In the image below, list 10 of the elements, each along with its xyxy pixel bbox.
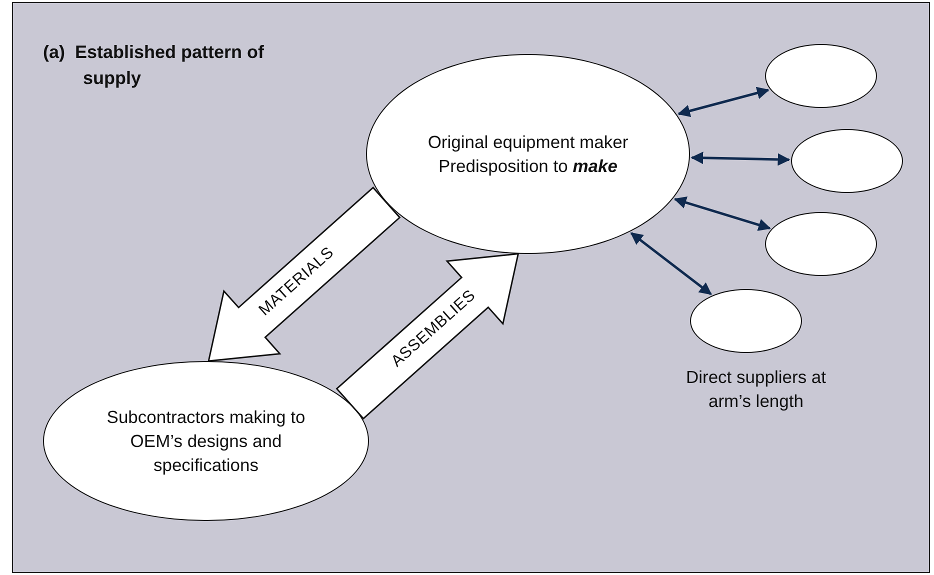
diagram-title: (a) Established pattern of supply <box>43 41 266 90</box>
node-text: Original equipment maker Predisposition to make <box>426 131 630 178</box>
block-arrow <box>208 186 401 362</box>
node-text: Subcontractors making to OEM’s designs and specifications <box>106 406 306 477</box>
double-arrow <box>630 232 712 296</box>
node-caption: Direct suppliers at arm’s length <box>684 366 828 413</box>
double-arrow <box>690 152 790 166</box>
double-arrow <box>674 196 771 231</box>
block-arrow <box>336 252 520 420</box>
double-arrow <box>677 86 770 118</box>
